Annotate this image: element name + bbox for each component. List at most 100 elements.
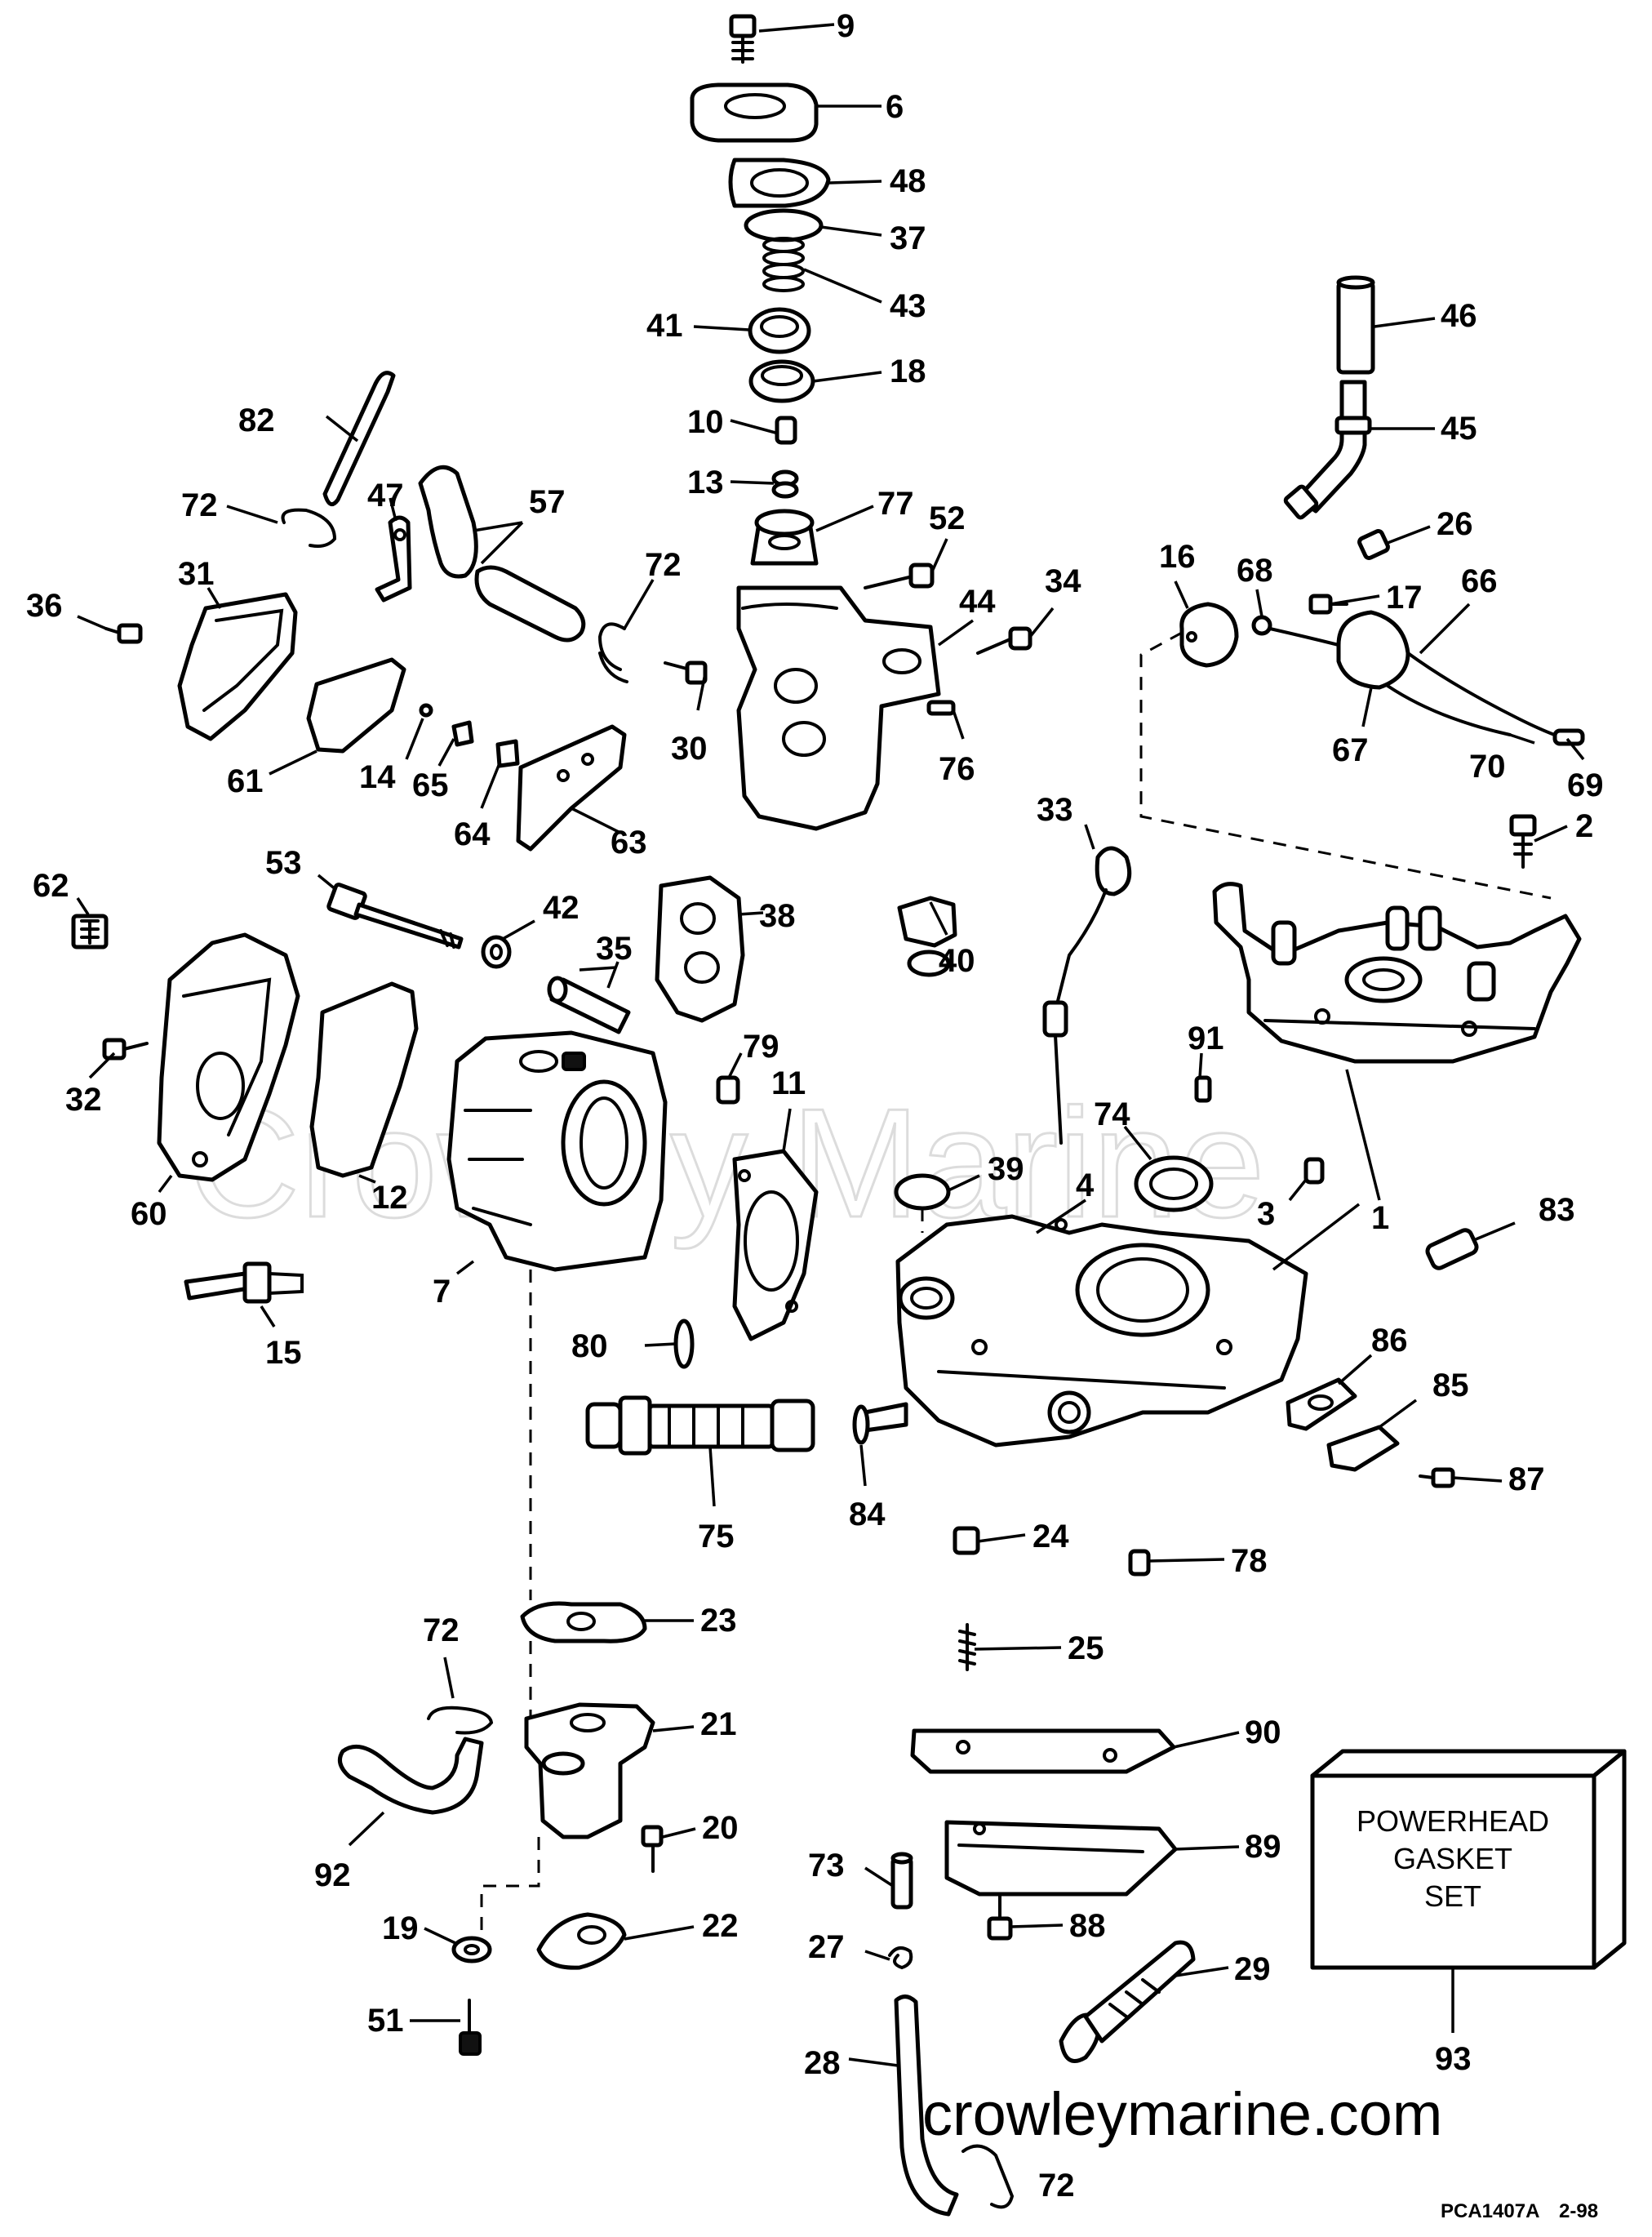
callout-74: 74 <box>1094 1096 1130 1132</box>
callout-62: 62 <box>33 868 69 904</box>
part-91-pin <box>1194 1075 1212 1103</box>
part-14-screw <box>419 703 433 718</box>
callout-82: 82 <box>238 402 275 438</box>
callout-73: 73 <box>808 1848 845 1883</box>
callout-53: 53 <box>265 845 302 881</box>
callout-72-d: 72 <box>1038 2168 1075 2204</box>
callout-14: 14 <box>359 759 396 795</box>
callout-15: 15 <box>265 1335 302 1371</box>
part-43-spring <box>762 237 805 292</box>
callout-44: 44 <box>959 584 996 620</box>
callout-68: 68 <box>1237 553 1273 589</box>
part-88-screw <box>987 1892 1013 1941</box>
part-72-clamp-b <box>597 622 628 683</box>
callout-2: 2 <box>1575 808 1593 844</box>
callout-75: 75 <box>698 1519 735 1554</box>
part-86-gasket <box>1286 1377 1357 1431</box>
part-22-cover <box>536 1912 627 1970</box>
callout-25: 25 <box>1068 1630 1104 1666</box>
callout-38: 38 <box>759 898 796 934</box>
part-65-plate <box>451 720 474 747</box>
callout-57: 57 <box>529 484 566 520</box>
callout-27: 27 <box>808 1929 845 1965</box>
callout-86: 86 <box>1371 1323 1408 1359</box>
part-11-head-gasket <box>732 1149 819 1341</box>
part-84-o-ring <box>852 1404 870 1445</box>
callout-72-a: 72 <box>181 487 218 523</box>
callout-34: 34 <box>1045 563 1081 599</box>
callout-63: 63 <box>611 825 647 861</box>
callout-24: 24 <box>1032 1519 1069 1554</box>
callout-79: 79 <box>743 1029 779 1065</box>
callout-30: 30 <box>671 731 708 767</box>
connector-dash-7-21 <box>480 1270 540 1935</box>
part-42-washer <box>481 935 512 969</box>
part-30-fitting <box>664 660 708 685</box>
part-27-clip <box>888 1946 913 1970</box>
part-4-crankcase <box>863 1214 1308 1448</box>
part-83-plug <box>1425 1228 1479 1270</box>
callout-72-c: 72 <box>423 1612 460 1648</box>
callout-10: 10 <box>687 404 724 440</box>
callout-47: 47 <box>367 478 404 514</box>
part-52-bolt <box>864 563 935 589</box>
callout-66: 66 <box>1461 563 1498 599</box>
part-85-cover <box>1326 1425 1400 1472</box>
part-26-plug <box>1357 529 1390 560</box>
part-90-gasket <box>910 1728 1176 1774</box>
callout-39: 39 <box>988 1151 1024 1187</box>
callout-37: 37 <box>890 220 926 256</box>
callout-88: 88 <box>1069 1908 1106 1944</box>
callout-41: 41 <box>646 308 683 344</box>
part-73-pin <box>890 1852 913 1910</box>
callout-labels: 9 6 48 37 43 41 18 10 13 77 52 34 44 76 … <box>26 8 1604 2204</box>
part-17-screw <box>1308 594 1348 615</box>
part-6-cover <box>690 82 819 143</box>
part-44-thermostat-housing <box>736 585 941 831</box>
part-72-clamp-c <box>427 1706 494 1735</box>
part-34-bolt <box>976 626 1032 655</box>
callout-4: 4 <box>1076 1167 1095 1203</box>
part-37-o-ring <box>744 208 824 242</box>
callout-67: 67 <box>1332 732 1369 768</box>
part-2-bolt <box>1509 814 1537 869</box>
callout-28: 28 <box>804 2045 841 2081</box>
part-16-sensor <box>1179 602 1239 668</box>
callout-9: 9 <box>837 8 855 44</box>
callout-6: 6 <box>886 89 904 125</box>
part-51-bolt <box>459 1999 482 2056</box>
callout-1: 1 <box>1371 1200 1389 1236</box>
callout-48: 48 <box>890 163 926 199</box>
callout-18: 18 <box>890 354 926 389</box>
part-32-screw <box>102 1038 149 1061</box>
callout-45: 45 <box>1441 411 1477 447</box>
part-29-screen <box>1059 1940 1196 2063</box>
part-39-o-ring <box>894 1173 951 1211</box>
callout-22: 22 <box>702 1908 739 1944</box>
callout-7: 7 <box>433 1274 451 1310</box>
callout-80: 80 <box>571 1328 608 1364</box>
part-28-hose <box>894 1995 959 2217</box>
part-31-bracket <box>177 592 298 741</box>
part-80-o-ring <box>673 1319 695 1369</box>
callout-29: 29 <box>1234 1951 1271 1987</box>
callout-17: 17 <box>1386 580 1423 616</box>
callout-42: 42 <box>543 890 580 926</box>
part-1-crankcase-cover <box>1212 882 1582 1064</box>
callout-23: 23 <box>700 1603 737 1639</box>
part-75-filter <box>585 1395 815 1456</box>
part-47-bracket <box>375 515 412 603</box>
callout-43: 43 <box>890 288 926 324</box>
callout-20: 20 <box>702 1810 739 1846</box>
part-77-thermostat <box>750 509 819 566</box>
part-45-elbow-fitting <box>1283 380 1372 520</box>
callout-87: 87 <box>1508 1461 1545 1497</box>
callout-33: 33 <box>1037 792 1073 828</box>
part-66-wire-harness <box>1251 610 1585 746</box>
callout-89: 89 <box>1245 1829 1281 1865</box>
part-76-pin <box>926 700 956 716</box>
callout-83: 83 <box>1539 1192 1575 1228</box>
part-64-plate <box>495 739 520 768</box>
callout-72-b: 72 <box>645 547 682 583</box>
